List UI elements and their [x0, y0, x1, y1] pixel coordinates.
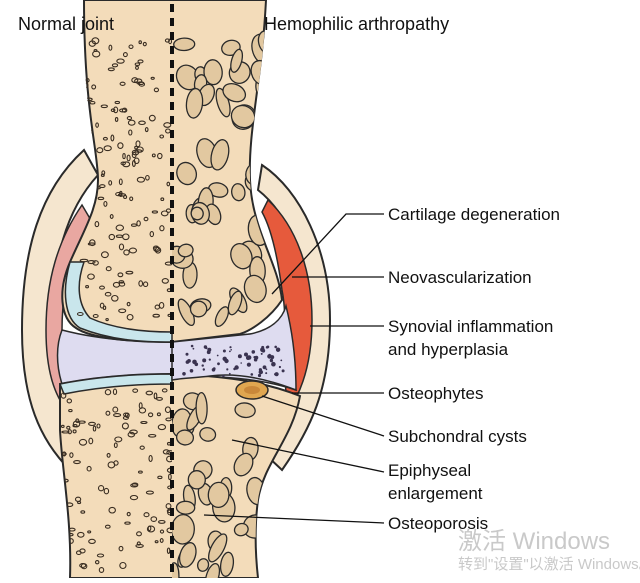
- cartilage-pit: [195, 363, 199, 367]
- cartilage-pit: [202, 358, 206, 362]
- bone-cyst: [196, 393, 208, 424]
- cartilage-pit: [233, 368, 236, 371]
- bone-pore: [89, 130, 92, 134]
- cartilage-pit: [229, 346, 231, 348]
- bone-pore: [63, 544, 67, 549]
- cartilage-pit: [229, 351, 231, 353]
- cartilage-pit: [238, 354, 242, 358]
- cartilage-pit: [277, 350, 279, 352]
- cartilage-pit: [260, 348, 265, 353]
- label-hyperplasia: and hyperplasia: [388, 338, 508, 361]
- bone-cyst: [190, 301, 206, 317]
- cartilage-pit: [252, 350, 256, 354]
- bone-cyst: [176, 501, 195, 514]
- cartilage-pit: [255, 356, 259, 360]
- cartilage-pit: [212, 368, 216, 372]
- label-enlargement: enlargement: [388, 482, 483, 505]
- cartilage-pit: [280, 360, 282, 362]
- bone-cyst: [208, 482, 229, 508]
- cartilage-pit: [229, 373, 231, 375]
- cartilage-pit: [222, 375, 224, 377]
- bone-pore: [83, 136, 87, 142]
- cartilage-pit: [263, 365, 267, 369]
- cartilage-pit: [191, 345, 194, 348]
- cartilage-pit: [275, 372, 279, 376]
- label-epiphyseal: Epiphyseal: [388, 459, 471, 482]
- label-subchondral-cysts: Subchondral cysts: [388, 425, 527, 448]
- bone-pore: [80, 107, 83, 110]
- bone-cyst: [173, 38, 194, 51]
- cartilage-pit: [244, 353, 248, 357]
- windows-activation-hint: 转到"设置"以激活 Windows。: [458, 553, 640, 574]
- cartilage-pit: [266, 346, 269, 349]
- cartilage-pit: [274, 346, 277, 349]
- header-hemophilic-arthropathy: Hemophilic arthropathy: [264, 14, 449, 35]
- bone-pore: [82, 140, 87, 146]
- cartilage-pit: [186, 353, 189, 356]
- osteophyte-core: [244, 386, 260, 394]
- cartilage-pit: [223, 350, 226, 353]
- cartilage-pit: [224, 359, 228, 363]
- cartilage-pit: [247, 355, 252, 360]
- label-osteophytes: Osteophytes: [388, 382, 483, 405]
- cartilage-pit: [251, 373, 254, 376]
- windows-activation-watermark: 激活 Windows: [458, 521, 610, 556]
- cartilage-pit: [202, 364, 204, 366]
- tibia-lower-bone: [60, 374, 300, 578]
- cartilage-pit: [261, 353, 263, 355]
- cartilage-pit: [271, 362, 276, 367]
- cartilage-pit: [182, 372, 186, 376]
- cartilage-pit: [265, 372, 267, 374]
- cartilage-pit: [203, 368, 205, 370]
- header-normal-joint: Normal joint: [18, 14, 114, 35]
- cartilage-pit: [187, 359, 191, 363]
- cartilage-pit: [247, 363, 251, 367]
- cartilage-pit: [209, 359, 211, 361]
- cartilage-pit: [282, 369, 285, 372]
- bone-pore: [84, 138, 88, 141]
- bone-pore: [83, 110, 88, 114]
- label-cartilage-degeneration: Cartilage degeneration: [388, 203, 560, 226]
- cartilage-pit: [204, 345, 207, 348]
- cartilage-pit: [217, 355, 219, 357]
- cartilage-pit: [226, 368, 228, 370]
- cartilage-pit: [217, 362, 220, 365]
- bone-cyst: [188, 470, 206, 489]
- cartilage-pit: [190, 369, 194, 373]
- cartilage-pit: [267, 354, 272, 359]
- cartilage-pit: [270, 359, 273, 362]
- cartilage-pit: [230, 349, 232, 351]
- label-neovascularization: Neovascularization: [388, 266, 532, 289]
- cartilage-pit: [259, 370, 263, 374]
- label-synovial-inflammation: Synovial inflammation: [388, 315, 553, 338]
- cartilage-pit: [258, 374, 261, 377]
- cartilage-pit: [240, 362, 242, 364]
- cartilage-pit: [207, 350, 211, 354]
- bone-pore: [79, 81, 85, 86]
- cartilage-pit: [193, 348, 195, 350]
- cartilage-pit: [279, 366, 281, 368]
- bone-pore: [79, 126, 85, 128]
